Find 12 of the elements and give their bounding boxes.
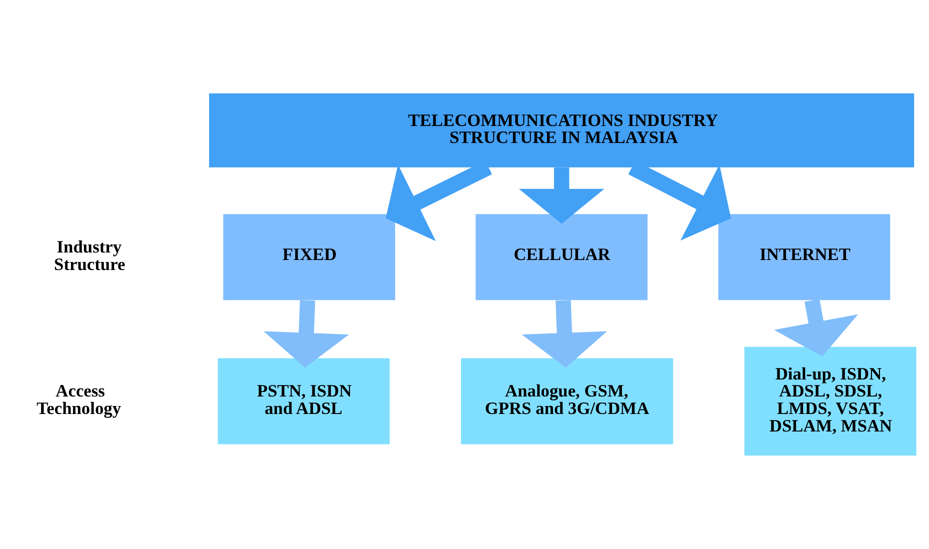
arrow (522, 300, 608, 368)
node-box: INTERNET (718, 214, 890, 300)
node-box: Analogue, GSM, GPRS and 3G/CDMA (460, 358, 674, 444)
node-box: FIXED (223, 214, 396, 300)
node-box: TELECOMMUNICATIONS INDUSTRY STRUCTURE IN MALAYSIA (209, 93, 914, 168)
arrow (518, 167, 604, 224)
label: Industry Structure (54, 236, 126, 274)
node-box: Dial-up, ISDN, ADSL, SDSL, LMDS, VSAT, DSLAM, MSAN (744, 346, 916, 456)
label: Access Technology (36, 380, 122, 418)
node-box: PSTN, ISDN and ADSL (218, 358, 390, 444)
arrow (264, 300, 349, 368)
node-box: CELLULAR (476, 214, 648, 300)
